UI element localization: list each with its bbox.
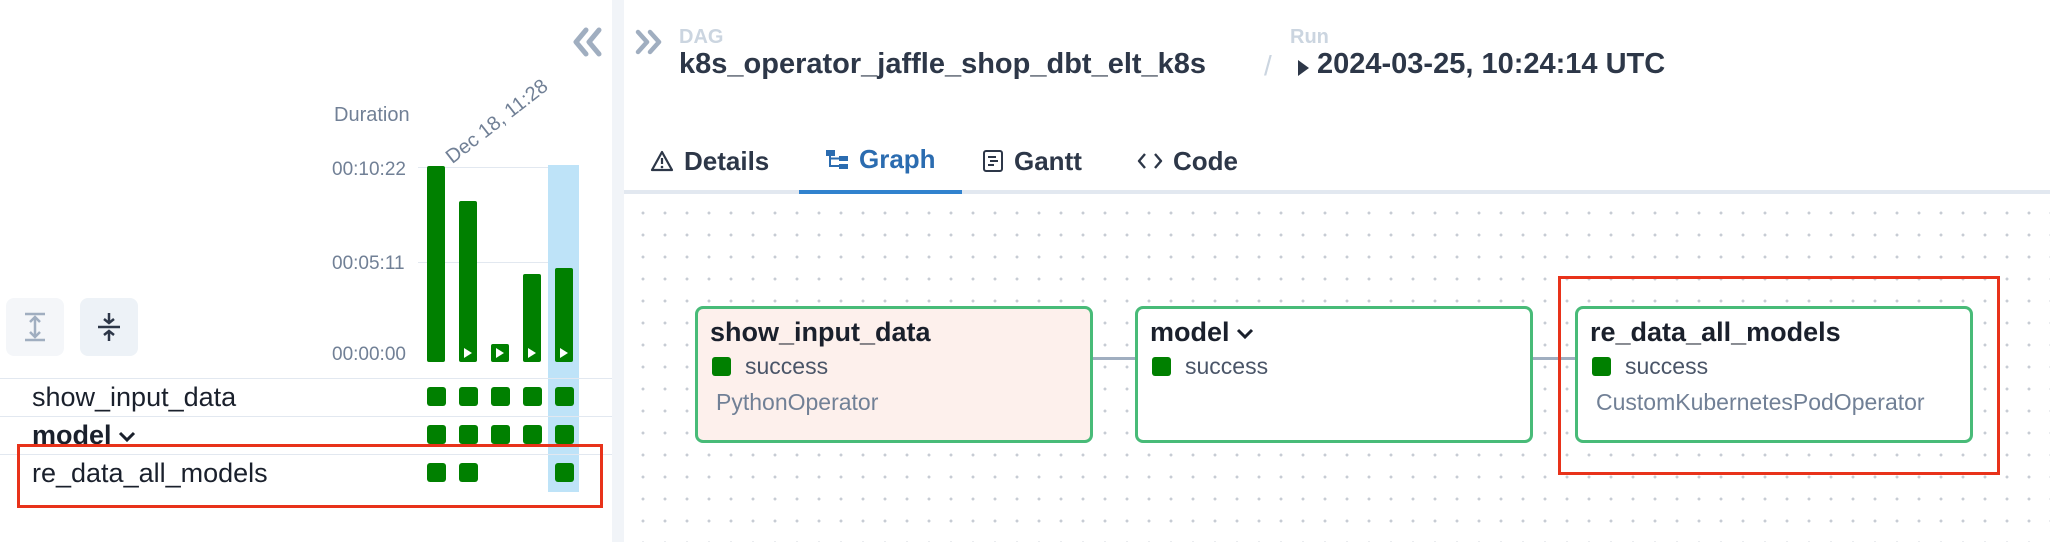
duration-tick-mid: 00:05:11 [332,253,405,274]
task-instance-cell[interactable] [491,425,510,444]
duration-bar[interactable] [459,201,477,362]
expand-vertical-icon [25,312,45,342]
compress-vertical-icon [98,313,120,341]
node-title-label: model [1150,317,1230,347]
run-id-breadcrumb[interactable]: 2024-03-25, 10:24:14 UTC [1317,48,1666,80]
node-operator: PythonOperator [716,389,879,415]
task-instance-cell[interactable] [523,425,542,444]
node-title: model [1150,317,1254,348]
tab-code[interactable]: Code [1111,128,1264,194]
status-square-icon [1592,357,1611,376]
node-status-label: success [745,353,829,379]
graph-edge [1533,357,1576,360]
row-separator [0,454,612,455]
expand-all-button[interactable] [6,298,64,356]
task-row-re-data-all-models[interactable]: re_data_all_models [32,458,268,488]
panel-divider[interactable] [612,0,624,542]
task-instance-cell[interactable] [523,387,542,406]
task-instance-cell[interactable] [427,387,446,406]
tab-graph[interactable]: Graph [799,128,962,194]
task-instance-cell[interactable] [555,387,574,406]
duration-tick-max: 00:10:22 [332,159,406,180]
tab-bar: Details Graph Gantt Code [624,128,2050,194]
row-separator [0,378,612,379]
gridline [418,262,578,263]
duration-bar[interactable] [427,166,445,362]
collapse-all-button[interactable] [80,298,138,356]
node-status: success [1592,353,1708,380]
graph-node-show-input-data[interactable]: show_input_data success PythonOperator [695,306,1093,443]
tab-graph-label: Graph [859,143,936,174]
chevron-down-icon[interactable] [1236,327,1254,341]
node-status: success [1152,353,1268,380]
task-instance-cell[interactable] [427,425,446,444]
node-status-label: success [1625,353,1709,379]
expand-double-chevron-icon[interactable] [634,26,664,58]
task-instance-cell[interactable] [459,463,478,482]
tab-details[interactable]: Details [624,128,795,194]
graph-icon [826,150,848,169]
task-instance-cell[interactable] [491,387,510,406]
duration-bar[interactable] [523,274,541,362]
breadcrumb-separator: / [1264,50,1272,81]
task-instance-cell[interactable] [555,463,574,482]
manual-run-play-icon [528,348,536,358]
highlight-box-graph-node [1558,276,2000,475]
row-separator [0,416,612,417]
run-date-label: Dec 18, 11:28 [441,75,553,169]
graph-node-model[interactable]: model success [1135,306,1533,443]
dag-id-breadcrumb[interactable]: k8s_operator_jaffle_shop_dbt_elt_k8s [679,48,1207,80]
manual-run-play-icon [560,348,568,358]
run-caption: Run [1290,26,1329,48]
node-status-label: success [1185,353,1269,379]
manual-run-play-icon [464,348,472,358]
graph-node-re-data-all-models[interactable]: re_data_all_models success CustomKuberne… [1575,306,1973,443]
task-instance-cell[interactable] [555,425,574,444]
chevron-down-icon[interactable] [118,430,136,444]
duration-tick-zero: 00:00:00 [332,344,406,365]
node-title: show_input_data [710,317,931,347]
tab-code-label: Code [1173,145,1238,176]
tab-gantt-label: Gantt [1014,145,1082,176]
grid-panel: Duration Dec 18, 11:28 00:10:22 00:05:11… [0,0,612,542]
run-play-icon [1298,60,1309,76]
node-operator: CustomKubernetesPodOperator [1596,389,1925,415]
node-title: re_data_all_models [1590,317,1841,347]
task-instance-cell[interactable] [427,463,446,482]
gridline [418,167,578,168]
tab-bar-underline [624,190,2050,194]
duration-label: Duration [334,104,410,126]
duration-bar[interactable] [555,268,573,362]
graph-edge [1093,357,1136,360]
collapse-double-chevron-icon[interactable] [570,22,604,62]
code-icon [1137,153,1163,169]
manual-run-play-icon [496,348,504,358]
status-square-icon [712,357,731,376]
dag-caption: DAG [679,26,724,48]
task-instance-cell[interactable] [459,425,478,444]
tab-gantt[interactable]: Gantt [956,128,1108,194]
status-square-icon [1152,357,1171,376]
task-instance-cell[interactable] [459,387,478,406]
warning-triangle-icon [650,150,674,172]
duration-bar[interactable] [491,344,509,362]
task-row-show-input-data[interactable]: show_input_data [32,382,237,412]
tab-details-label: Details [684,145,770,176]
node-status: success [712,353,828,380]
highlight-box-task-row [17,444,603,508]
gantt-icon [983,150,1003,172]
